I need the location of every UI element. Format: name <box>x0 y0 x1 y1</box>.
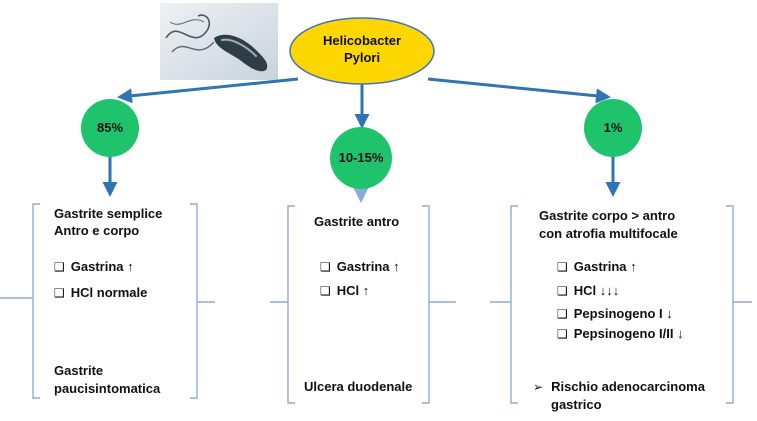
checkbox-icon: ❑ <box>557 260 568 274</box>
bacterium-image <box>160 3 278 80</box>
left-title-line2: Antro e corpo <box>54 223 140 238</box>
percent-label-right: 1% <box>603 120 623 135</box>
percent-label-center: 10-15% <box>338 150 384 165</box>
root-label: Helicobacter Pylori <box>300 32 424 66</box>
right-item-text: HCl ↓↓↓ <box>573 283 620 298</box>
left-item-text: HCl normale <box>70 285 148 300</box>
arrow-root-to-right <box>427 77 611 104</box>
left-item-text: Gastrina ↑ <box>70 259 134 274</box>
bracket-left-2 <box>190 203 215 399</box>
percent-circle-center <box>330 127 392 189</box>
right-item-text: Gastrina ↑ <box>573 259 637 274</box>
right-title-line1: Gastrite corpo > antro <box>539 208 676 223</box>
right-item: ❑ Pepsinogeno I/II ↓ <box>557 325 684 343</box>
right-item: ❑ HCl ↓↓↓ <box>557 282 619 300</box>
center-item: ❑ Gastrina ↑ <box>320 258 400 276</box>
left-footer-line2: paucisintomatica <box>54 381 161 396</box>
center-item: ❑ HCl ↑ <box>320 282 369 300</box>
center-item-text: HCl ↑ <box>336 283 370 298</box>
left-item: ❑ Gastrina ↑ <box>54 258 134 276</box>
checkbox-icon: ❑ <box>54 260 65 274</box>
right-item-text: Pepsinogeno I/II ↓ <box>573 326 684 341</box>
left-title-line1: Gastrite semplice <box>54 206 163 221</box>
root-label-line2: Pylori <box>343 50 381 65</box>
checkbox-icon: ❑ <box>320 260 331 274</box>
checkbox-icon: ❑ <box>557 284 568 298</box>
percent-label-left: 85% <box>96 120 124 135</box>
root-ellipse <box>289 17 435 85</box>
bracket-center-2 <box>422 205 456 404</box>
percent-circle-right <box>584 99 642 157</box>
bracket-right-1 <box>490 205 518 404</box>
arrow-bullet-icon: ➢ <box>533 380 544 394</box>
checkbox-icon: ❑ <box>557 307 568 321</box>
percent-circle-left <box>81 99 139 157</box>
right-item: ❑ Gastrina ↑ <box>557 258 637 276</box>
right-footer-line2: gastrico <box>551 397 602 412</box>
right-title-line2: con atrofia multifocale <box>539 226 678 241</box>
bracket-right-2 <box>726 205 752 404</box>
checkbox-icon: ❑ <box>320 284 331 298</box>
center-item-text: Gastrina ↑ <box>336 259 400 274</box>
checkbox-icon: ❑ <box>557 327 568 341</box>
left-footer-line1: Gastrite <box>54 363 104 378</box>
center-title: Gastrite antro <box>314 214 400 229</box>
right-item-text: Pepsinogeno I ↓ <box>573 306 673 321</box>
bracket-left-1 <box>27 203 40 399</box>
right-item: ❑ Pepsinogeno I ↓ <box>557 305 673 323</box>
checkbox-icon: ❑ <box>54 286 65 300</box>
bracket-center-1 <box>270 205 295 404</box>
arrow-root-to-left <box>117 77 299 104</box>
center-footer: Ulcera duodenale <box>304 379 413 394</box>
root-label-line1: Helicobacter <box>322 33 402 48</box>
left-item: ❑ HCl normale <box>54 284 147 302</box>
right-footer-line1: ➢ Rischio adenocarcinoma <box>533 378 705 396</box>
right-footer-text: Rischio adenocarcinoma <box>551 379 705 394</box>
